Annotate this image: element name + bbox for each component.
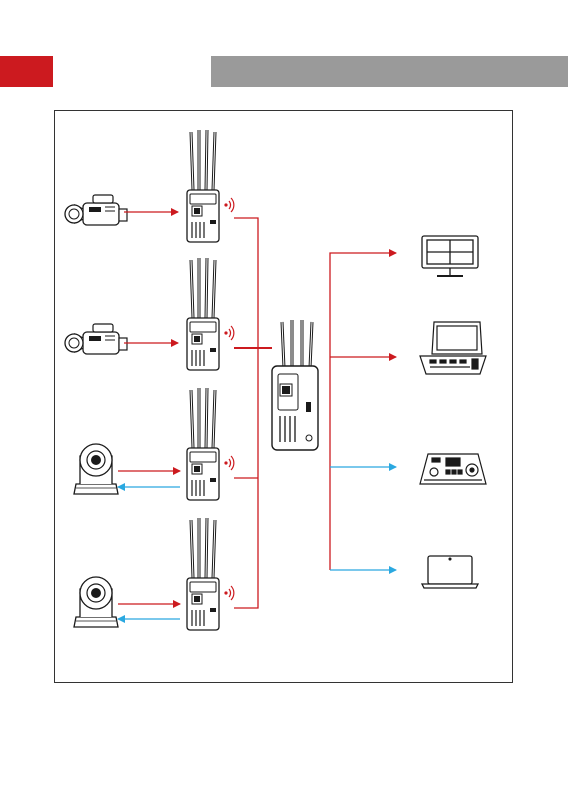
multiview-monitor-icon	[422, 236, 478, 276]
source-links	[118, 212, 180, 619]
video-switcher-icon	[420, 322, 486, 374]
ptz-camera-icon	[74, 577, 118, 627]
ptz-camera-icon	[74, 444, 118, 494]
wifi-signal-icon	[224, 326, 233, 340]
transmitter-icon	[187, 130, 219, 242]
transmitter-icon	[187, 518, 219, 630]
wifi-signal-icon	[224, 586, 233, 600]
wifi-signal-icon	[224, 198, 233, 212]
transmitter-icon	[187, 258, 219, 370]
ptz-controller-icon	[420, 454, 486, 484]
camcorder-icon	[65, 195, 127, 225]
video-link-arrow	[330, 253, 396, 357]
transmitter-bus	[234, 218, 272, 608]
output-links	[330, 253, 396, 570]
transmitter-icon	[187, 388, 219, 500]
laptop-icon	[422, 556, 478, 588]
camcorder-icon	[65, 324, 127, 354]
wifi-signal-icon	[224, 456, 233, 470]
receiver-icon	[272, 320, 318, 450]
